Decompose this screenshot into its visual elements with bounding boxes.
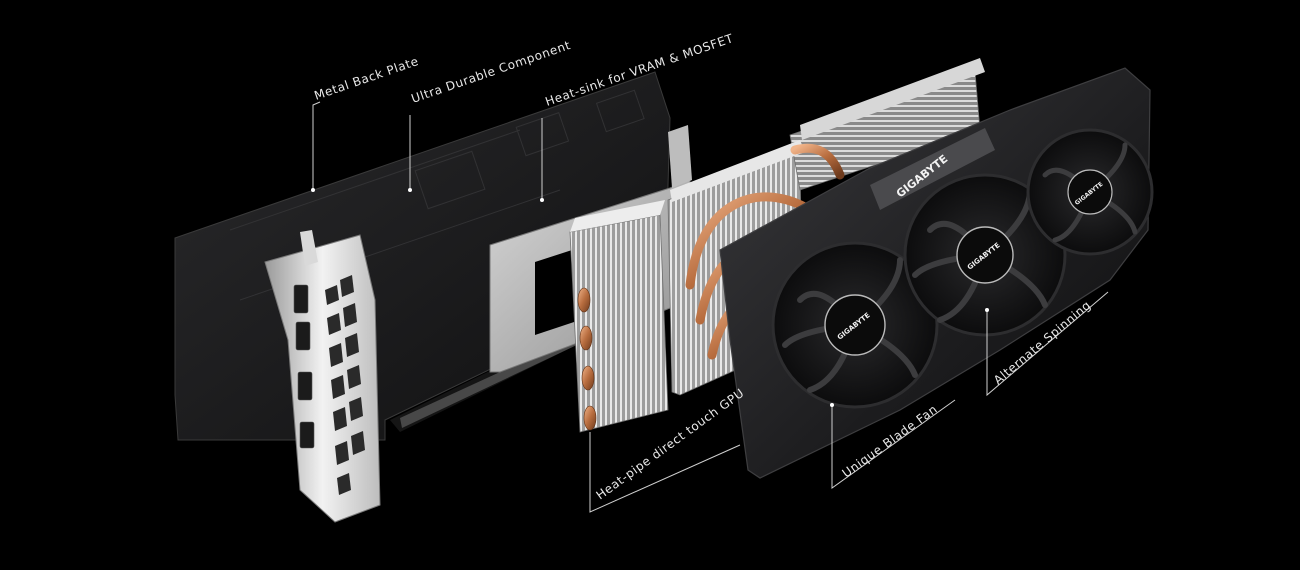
fan-right: GIGABYTE [1026,128,1154,256]
fan-shroud: GIGABYTE GIGABYTE GIGABYTE [719,67,1154,479]
label-metal-back-plate: Metal Back Plate [312,54,420,103]
io-bracket [264,230,381,523]
fan-left: GIGABYTE [771,241,939,409]
gpu-heatpipe-block [569,200,669,433]
fan-center: GIGABYTE [903,173,1067,337]
